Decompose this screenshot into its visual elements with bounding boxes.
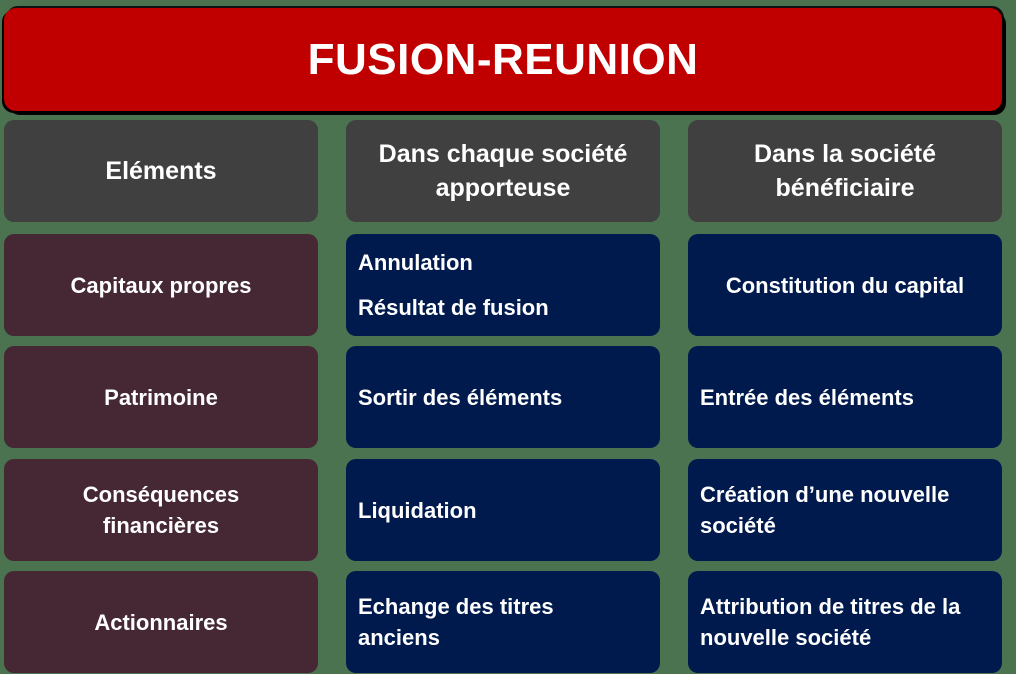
apporteuse-line: Résultat de fusion xyxy=(358,295,549,320)
apporteuse-capitaux-propres: Annulation Résultat de fusion xyxy=(346,234,660,336)
beneficiaire-patrimoine: Entrée des éléments xyxy=(688,346,1002,448)
row-label-capitaux-propres: Capitaux propres xyxy=(4,234,318,336)
apporteuse-line: Sortir des éléments xyxy=(358,384,563,410)
apporteuse-consequences-financieres: Liquidation xyxy=(346,459,660,561)
beneficiaire-capitaux-propres: Constitution du capital xyxy=(688,234,1002,336)
apporteuse-line: Echange des titres anciens xyxy=(358,594,554,650)
row-label-consequences-financieres: Conséquences financières xyxy=(4,459,318,561)
diagram-title: FUSION-REUNION xyxy=(4,8,1002,111)
row-label-text: Capitaux propres xyxy=(70,272,252,298)
row-label-actionnaires: Actionnaires xyxy=(4,571,318,673)
row-label-text: Conséquences financières xyxy=(82,482,240,538)
apporteuse-actionnaires: Echange des titres anciens xyxy=(346,571,660,673)
beneficiaire-text: Attribution de titres de la nouvelle soc… xyxy=(700,594,961,650)
row-label-text: Actionnaires xyxy=(94,609,228,635)
row-label-patrimoine: Patrimoine xyxy=(4,346,318,448)
beneficiaire-consequences-financieres: Création d’une nouvelle société xyxy=(688,459,1002,561)
header-elements: Eléments xyxy=(4,120,318,222)
header-apporteuse-label: Dans chaque société apporteuse xyxy=(378,140,628,202)
header-beneficiaire: Dans la société bénéficiaire xyxy=(688,120,1002,222)
apporteuse-line: Annulation xyxy=(358,250,473,275)
header-elements-label: Eléments xyxy=(105,157,217,185)
beneficiaire-text: Constitution du capital xyxy=(725,272,965,298)
header-apporteuse: Dans chaque société apporteuse xyxy=(346,120,660,222)
beneficiaire-text: Entrée des éléments xyxy=(700,384,914,410)
apporteuse-patrimoine: Sortir des éléments xyxy=(346,346,660,448)
beneficiaire-text: Création d’une nouvelle société xyxy=(700,482,950,538)
beneficiaire-actionnaires: Attribution de titres de la nouvelle soc… xyxy=(688,571,1002,673)
row-label-text: Patrimoine xyxy=(104,384,218,410)
apporteuse-line: Liquidation xyxy=(358,497,477,523)
header-beneficiaire-label: Dans la société bénéficiaire xyxy=(753,140,937,202)
